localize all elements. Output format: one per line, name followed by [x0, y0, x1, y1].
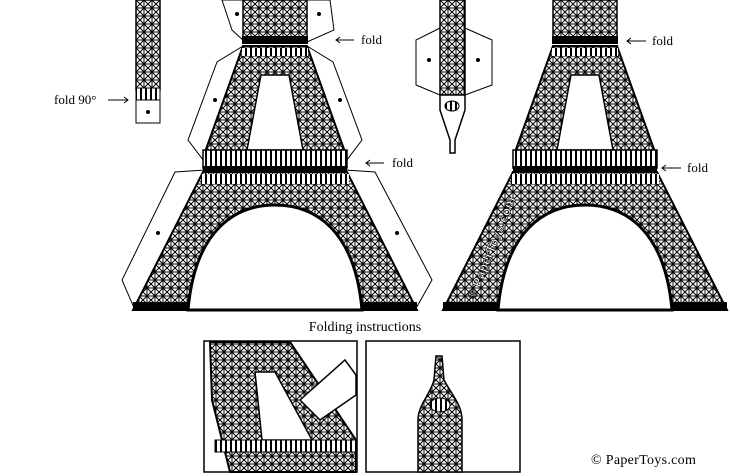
instructions-title: Folding instructions [308, 320, 422, 335]
glue-flaps [121, 0, 433, 312]
tower-front-with-flaps [121, 0, 433, 312]
fold-label: fold [652, 33, 673, 48]
top-strip-piece [135, 0, 161, 124]
spire-piece [415, 0, 493, 154]
fold-90-label: fold 90° [54, 92, 97, 107]
fold-label: fold [361, 32, 382, 47]
instruction-panel-2 [365, 340, 521, 473]
fold-label: fold [687, 160, 708, 175]
copyright-text: © PaperToys.com [591, 453, 697, 468]
glue-dots [156, 12, 399, 235]
fold-label: fold [392, 155, 413, 170]
fold-arrows [108, 36, 681, 172]
instruction-panel-1 [203, 340, 358, 473]
